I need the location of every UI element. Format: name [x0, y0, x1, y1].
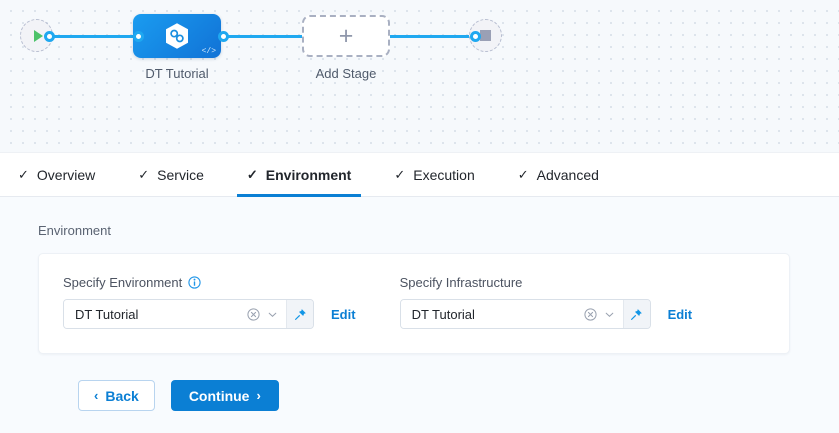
- code-icon: </>: [201, 47, 216, 56]
- check-icon: ✓: [246, 166, 258, 182]
- check-icon: ✓: [18, 166, 29, 182]
- specify-infrastructure-row: DT Tutorial: [399, 299, 693, 329]
- tab-environment[interactable]: ✓ Environment: [236, 153, 362, 197]
- wizard-footer: ‹ Back Continue ›: [38, 354, 839, 411]
- check-icon: ✓: [138, 166, 150, 182]
- tab-overview[interactable]: ✓ Overview: [18, 153, 95, 197]
- specify-infrastructure-group: Specify Infrastructure DT Tutorial: [399, 275, 693, 329]
- stop-icon: [480, 30, 491, 41]
- specify-environment-label-row: Specify Environment: [63, 275, 356, 290]
- field-label: Specify Infrastructure: [399, 275, 523, 290]
- infrastructure-select-box[interactable]: DT Tutorial: [400, 300, 623, 328]
- tab-label: Overview: [36, 166, 96, 183]
- continue-button[interactable]: Continue ›: [170, 380, 279, 411]
- pin-icon: [631, 308, 642, 320]
- chevron-down-icon[interactable]: [267, 309, 278, 320]
- environment-select[interactable]: DT Tutorial: [63, 299, 314, 329]
- tab-label: Service: [157, 166, 204, 183]
- tab-label: Environment: [265, 166, 352, 183]
- harness-hexagon-icon: [166, 23, 188, 49]
- clear-circle-icon[interactable]: [583, 307, 597, 321]
- pipeline-edge: [390, 35, 476, 38]
- environment-select-value: DT Tutorial: [75, 306, 139, 322]
- clear-circle-icon[interactable]: [247, 307, 260, 321]
- environment-pin-button[interactable]: [286, 300, 313, 328]
- plus-icon: +: [338, 21, 354, 50]
- infrastructure-edit-link[interactable]: Edit: [667, 306, 693, 322]
- infrastructure-select[interactable]: DT Tutorial: [399, 299, 651, 329]
- environment-card: Specify Environment DT Tutorial: [38, 253, 790, 354]
- specify-environment-group: Specify Environment DT Tutorial: [63, 275, 356, 329]
- environment-panel: Environment Specify Environment: [0, 197, 839, 433]
- tab-label: Advanced: [536, 166, 599, 183]
- environment-edit-link[interactable]: Edit: [331, 306, 356, 322]
- continue-button-label: Continue: [188, 387, 250, 404]
- chevron-down-icon[interactable]: [604, 309, 615, 320]
- field-label: Specify Environment: [63, 275, 183, 290]
- tab-service[interactable]: ✓ Service: [138, 153, 204, 197]
- pipeline-edge: [46, 35, 138, 38]
- info-icon[interactable]: [188, 276, 201, 289]
- specify-environment-row: DT Tutorial: [63, 299, 356, 329]
- connector-port[interactable]: [470, 31, 481, 42]
- stage-node-label: DT Tutorial: [145, 66, 209, 81]
- tab-advanced[interactable]: ✓ Advanced: [518, 153, 599, 197]
- add-stage-node[interactable]: +: [302, 15, 390, 57]
- connector-port[interactable]: [133, 31, 144, 42]
- tab-label: Execution: [413, 166, 475, 183]
- play-icon: [33, 29, 43, 42]
- pin-icon: [294, 308, 306, 320]
- check-icon: ✓: [517, 166, 529, 182]
- check-icon: ✓: [394, 166, 406, 182]
- tab-execution[interactable]: ✓ Execution: [394, 153, 474, 197]
- back-button-label: Back: [105, 387, 139, 404]
- chevron-left-icon: ‹: [94, 388, 99, 403]
- stage-node-dt-tutorial[interactable]: </>: [133, 14, 221, 58]
- connector-port[interactable]: [44, 31, 55, 42]
- environment-select-box[interactable]: DT Tutorial: [64, 300, 286, 328]
- chevron-right-icon: ›: [256, 388, 261, 403]
- pipeline-edge: [222, 35, 302, 38]
- connector-port[interactable]: [218, 31, 229, 42]
- section-title: Environment: [38, 223, 111, 238]
- infrastructure-pin-button[interactable]: [622, 300, 650, 328]
- back-button[interactable]: ‹ Back: [78, 380, 155, 411]
- add-stage-label: Add Stage: [315, 66, 377, 81]
- infrastructure-select-value: DT Tutorial: [411, 306, 475, 322]
- specify-infrastructure-label-row: Specify Infrastructure: [400, 275, 693, 290]
- pipeline-canvas[interactable]: </> DT Tutorial + Add Stage: [0, 0, 839, 153]
- stage-tab-bar: ✓ Overview ✓ Service ✓ Environment ✓ Exe…: [0, 153, 839, 197]
